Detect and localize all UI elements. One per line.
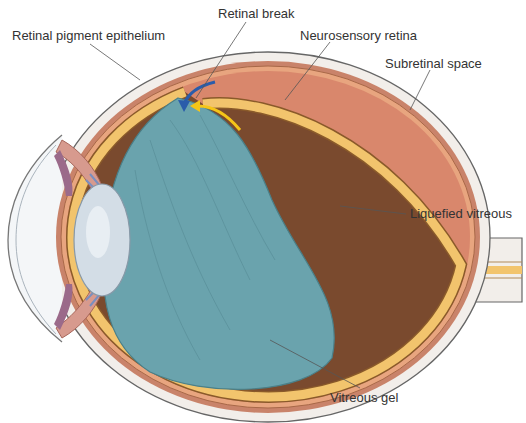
arrow-head <box>178 100 190 112</box>
lens-highlight <box>86 206 110 258</box>
part-label: Retinal break <box>218 6 295 21</box>
cornea <box>8 135 62 342</box>
gel-fibres <box>135 115 275 360</box>
leader-line <box>410 70 430 110</box>
retina-arrow <box>198 106 240 130</box>
liquefied-vitreous <box>72 92 461 397</box>
vitreous-gel <box>103 98 334 389</box>
subretinal-space <box>66 71 470 403</box>
iris <box>54 284 73 330</box>
cornea-inner <box>16 145 56 334</box>
part-label: Liquefied vitreous <box>410 206 512 221</box>
part-label: Neurosensory retina <box>300 28 417 43</box>
leader-line <box>340 206 406 214</box>
lens <box>74 184 130 296</box>
part-label: Subretinal space <box>385 56 482 71</box>
leader-line <box>285 42 330 100</box>
pigment-epithelium <box>61 66 475 408</box>
iris <box>54 150 73 196</box>
part-label: Vitreous gel <box>330 390 398 405</box>
leader-line <box>90 44 140 80</box>
choroid <box>56 61 480 413</box>
sclera <box>46 52 490 422</box>
neurosensory-retina <box>72 92 461 397</box>
leader-line <box>196 22 246 98</box>
leader-line <box>270 340 360 388</box>
part-label: Retinal pigment epithelium <box>12 28 165 43</box>
arrow-head <box>190 100 200 112</box>
retina-outline <box>72 92 461 397</box>
